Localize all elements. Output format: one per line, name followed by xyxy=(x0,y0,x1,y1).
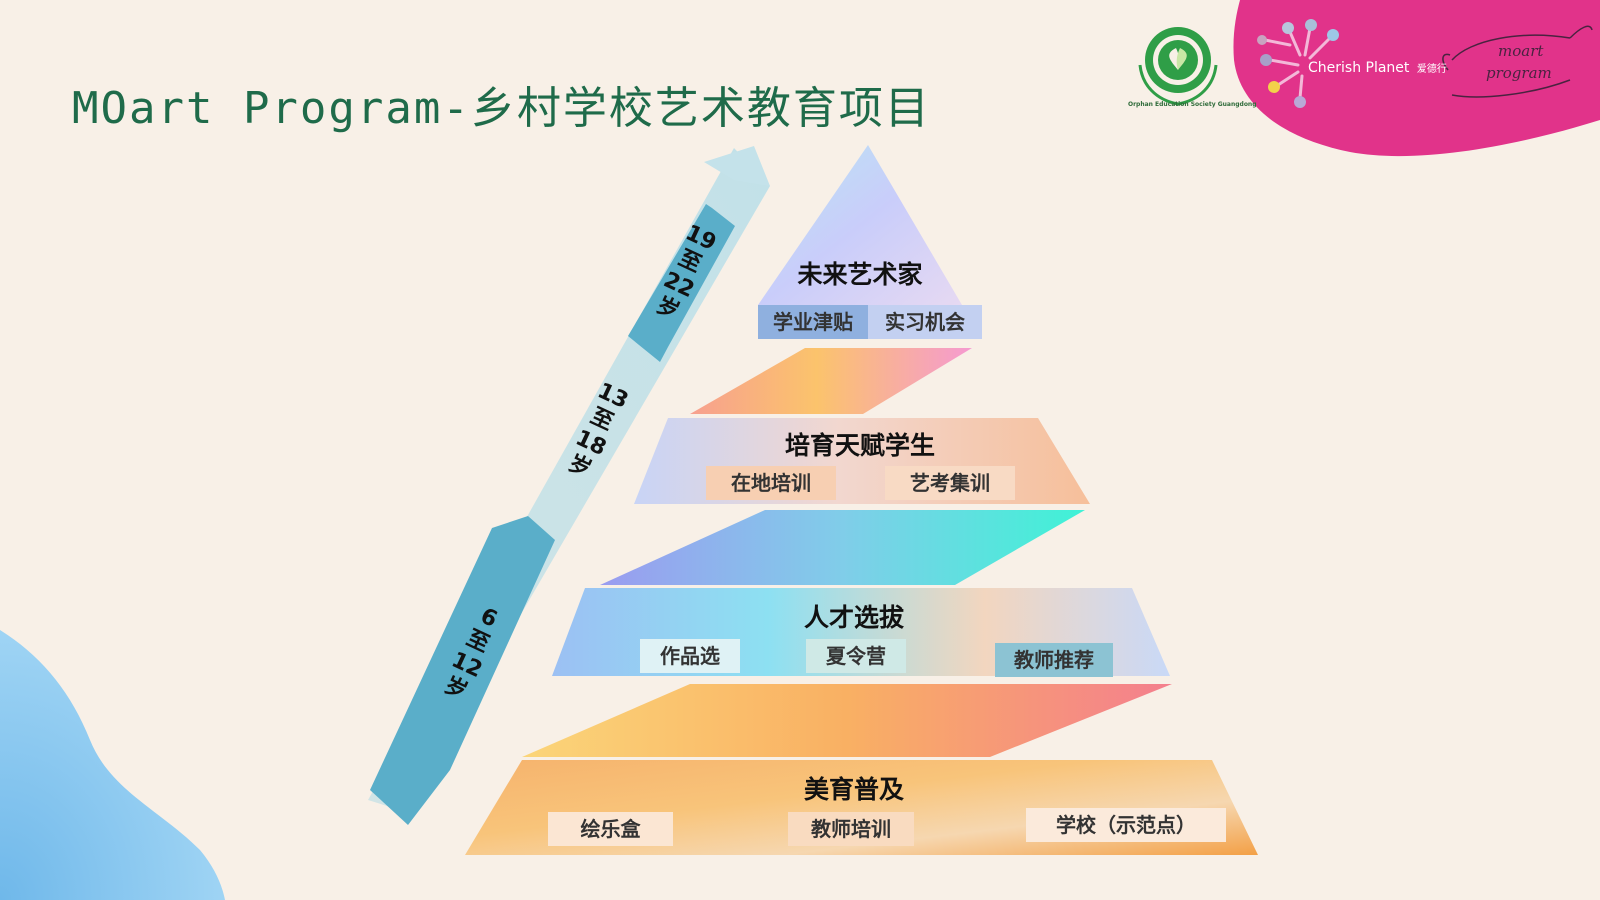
pink-blob xyxy=(1233,0,1600,157)
tier-item-summer-camp: 夏令营 xyxy=(806,639,906,673)
tier-item-model-school: 学校（示范点） xyxy=(1026,808,1226,842)
moart-hands-logo xyxy=(1442,25,1593,98)
brand-name-en: Cherish Planet xyxy=(1308,60,1410,76)
tier-item-internship: 实习机会 xyxy=(868,305,982,339)
tier-1-shape xyxy=(758,145,962,305)
tier-item-portfolio: 作品选 xyxy=(640,639,740,673)
tier-title-talent-cultivation: 培育天赋学生 xyxy=(784,431,935,460)
arrow-19-22 xyxy=(628,204,735,362)
band-2 xyxy=(600,510,1085,585)
org-caption: Orphan Education Society Guangdong xyxy=(1128,101,1257,108)
brand-name-cn: 爱德行 xyxy=(1416,64,1447,75)
age-ribbon-tip xyxy=(704,146,770,186)
arrow-6-12 xyxy=(370,516,555,825)
tier-title-talent-selection: 人才选拔 xyxy=(803,603,904,632)
tier-item-teacher-recommend: 教师推荐 xyxy=(995,643,1113,677)
tier-item-local-training: 在地培训 xyxy=(706,466,836,500)
band-3 xyxy=(522,684,1172,757)
tier-item-art-exam-camp: 艺考集训 xyxy=(885,466,1015,500)
page-title: MOart Program-乡村学校艺术教育项目 xyxy=(72,83,931,134)
brand-name: Cherish Planet 爱德行 xyxy=(1308,60,1447,76)
blue-blob xyxy=(0,630,225,900)
tier-item-academic-subsidy: 学业津贴 xyxy=(758,305,868,339)
tier-title-art-education: 美育普及 xyxy=(803,775,904,804)
band-1 xyxy=(690,348,972,414)
tier-item-art-box: 绘乐盒 xyxy=(548,812,673,846)
tier-title-future-artist: 未来艺术家 xyxy=(797,260,923,289)
org-emblem-logo xyxy=(1138,27,1218,106)
moart-sign-line2: program xyxy=(1486,64,1552,82)
lollipop-icon-cluster xyxy=(1257,19,1339,108)
moart-sign-line1: moart xyxy=(1498,42,1544,60)
tier-item-teacher-training: 教师培训 xyxy=(788,812,914,846)
